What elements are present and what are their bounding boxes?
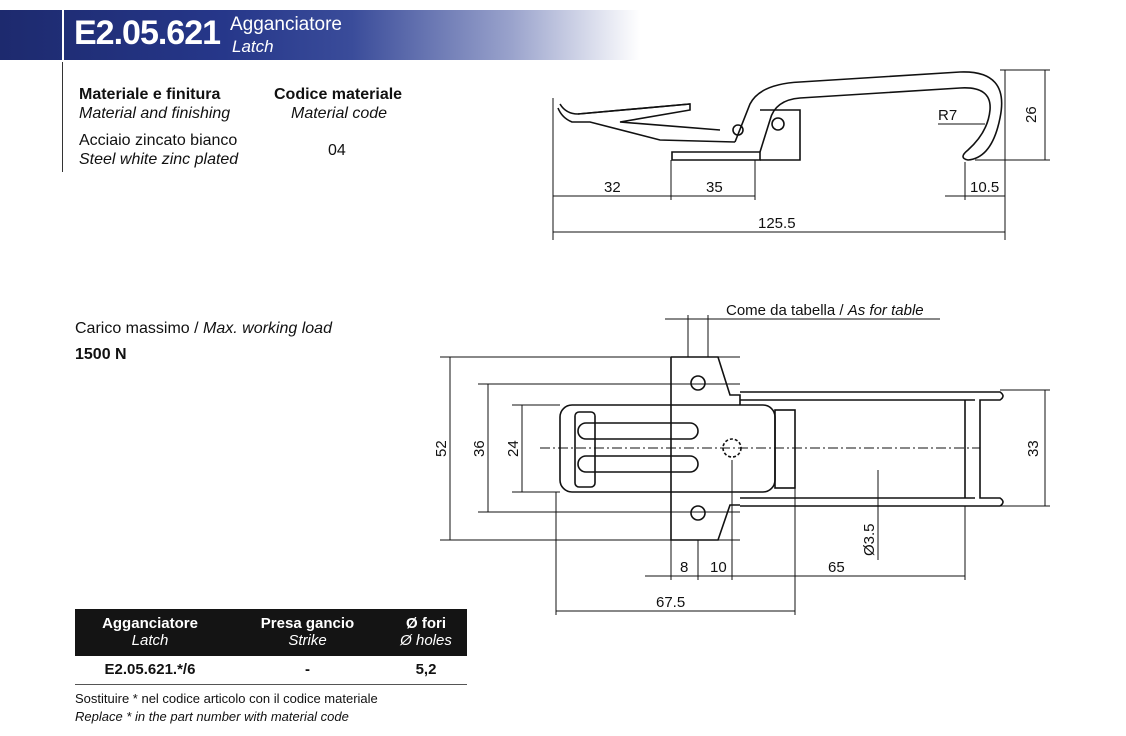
dim-r7: R7: [938, 107, 957, 124]
footnote-it: Sostituire * nel codice articolo con il …: [75, 691, 378, 706]
dim-35: 35: [706, 179, 723, 196]
note-as-for-table: Come da tabella / As for table: [726, 302, 924, 319]
product-title-en: Latch: [232, 37, 274, 56]
header-holes: Ø fori Ø holes: [385, 615, 467, 649]
dim-36: 36: [471, 440, 488, 457]
cell-latch-code: E2.05.621.*/6: [104, 661, 196, 678]
left-rule: [62, 62, 63, 172]
header-latch-en: Latch: [131, 632, 169, 649]
note-as-for-table-it: Come da tabella /: [726, 302, 848, 319]
dim-65: 65: [828, 559, 845, 576]
header-holes-en: Ø holes: [400, 632, 452, 649]
product-code: E2.05.621: [74, 14, 221, 52]
dim-32: 32: [604, 179, 621, 196]
header-divider: [62, 10, 64, 60]
cell-holes: 5,2: [415, 661, 437, 678]
header-latch: Agganciatore Latch: [75, 615, 225, 649]
material-code-value: 04: [328, 142, 346, 159]
header-strike-it: Presa gancio: [260, 615, 355, 632]
load-value: 1500 N: [75, 346, 127, 363]
footnote-en: Replace * in the part number with materi…: [75, 709, 349, 724]
material-value-it: Acciaio zincato bianco: [79, 132, 238, 149]
load-label-it: Carico massimo /: [75, 320, 204, 337]
note-as-for-table-en: As for table: [847, 302, 924, 319]
load-label-en: Max. working load: [203, 320, 332, 337]
side-view-dimensions: [552, 69, 1050, 240]
header-strike-en: Strike: [288, 632, 327, 649]
dim-33: 33: [1025, 440, 1042, 457]
dim-67-5: 67.5: [656, 594, 685, 611]
product-title-it: Agganciatore: [230, 14, 342, 35]
header-holes-it: Ø fori: [406, 615, 446, 632]
dim-26: 26: [1023, 106, 1040, 123]
header-latch-it: Agganciatore: [102, 615, 198, 632]
cell-strike: -: [305, 661, 310, 678]
dim-52: 52: [433, 440, 450, 457]
dim-24: 24: [505, 440, 522, 457]
material-code-heading-en: Material code: [291, 105, 388, 122]
material-heading-en: Material and finishing: [79, 105, 231, 122]
variant-table: Agganciatore Latch Presa gancio Strike Ø…: [75, 609, 467, 685]
top-view-dimensions: [440, 315, 1050, 615]
material-heading-it: Materiale e finitura: [79, 86, 221, 103]
dim-8: 8: [680, 559, 688, 576]
material-value-en: Steel white zinc plated: [79, 151, 239, 168]
table-row: E2.05.621.*/6 - 5,2: [75, 656, 467, 685]
dim-10: 10: [710, 559, 727, 576]
dim-hole-3-5: Ø3.5: [861, 523, 878, 556]
load-label: Carico massimo / Max. working load: [75, 320, 332, 338]
dim-10-5: 10.5: [970, 179, 999, 196]
dim-125-5: 125.5: [758, 215, 796, 232]
header-strike: Presa gancio Strike: [235, 615, 380, 649]
table-header: Agganciatore Latch Presa gancio Strike Ø…: [75, 609, 467, 656]
side-view-latch: [557, 71, 1003, 161]
header-bar: [0, 10, 640, 60]
material-code-heading-it: Codice materiale: [274, 86, 403, 103]
